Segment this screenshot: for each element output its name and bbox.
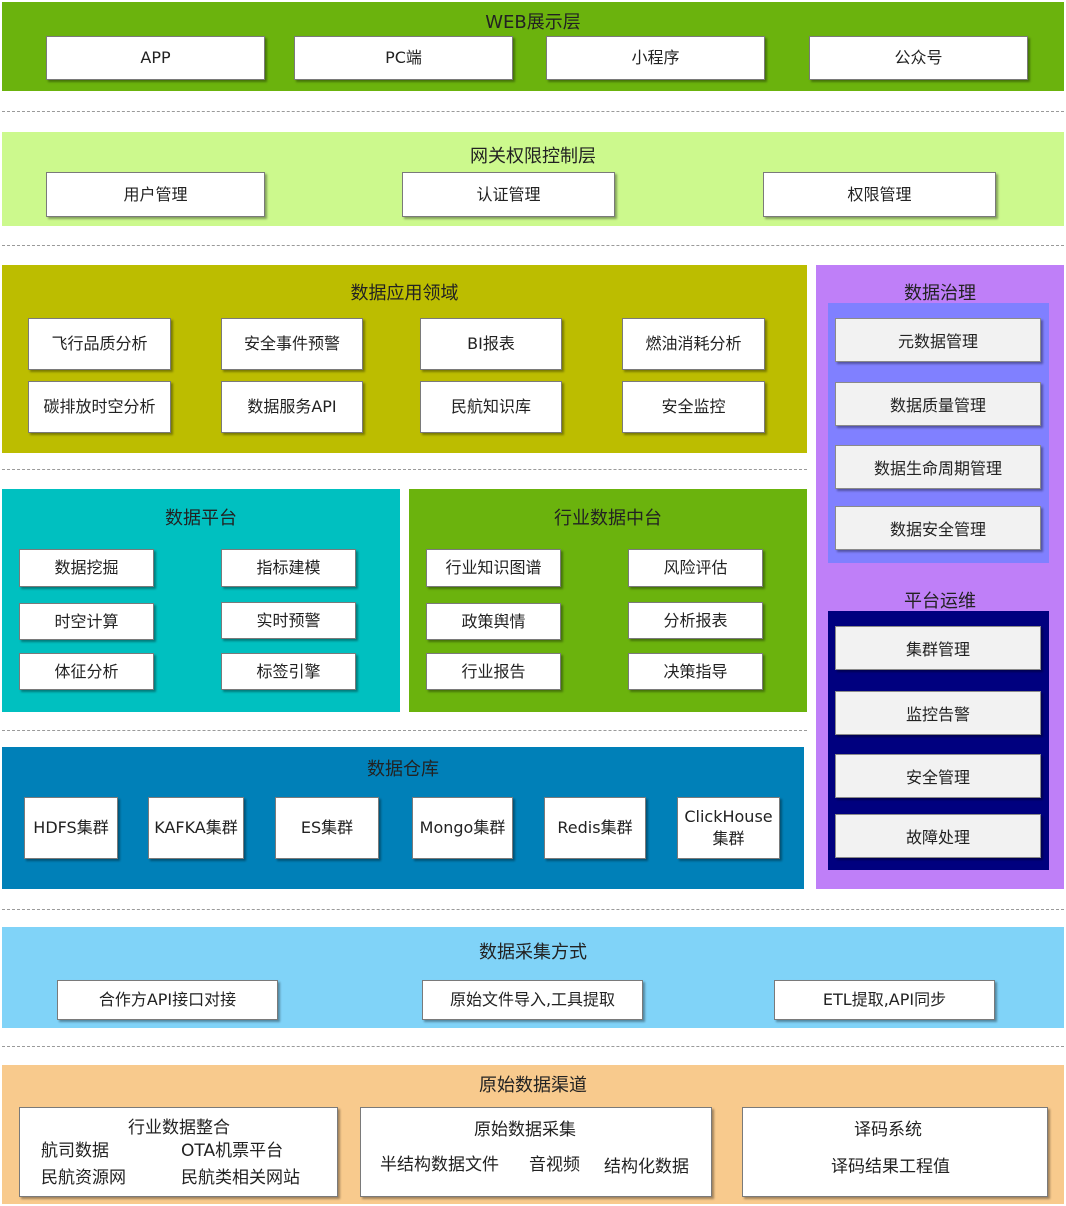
app-item-bi-report: BI报表 [420,318,562,370]
raw-industry-item-airline: 航司数据 [41,1141,109,1161]
platform-item-realtime-warning: 实时预警 [221,602,356,639]
raw-collect-item-semistructured: 半结构数据文件 [380,1155,499,1175]
raw-industry-item-websites: 民航类相关网站 [181,1168,300,1188]
governance-item-security: 数据安全管理 [835,506,1041,550]
raw-collect-item-structured: 结构化数据 [604,1157,689,1177]
raw-decode-box: 译码系统 译码结果工程值 [742,1107,1048,1197]
raw-layer: 原始数据渠道 行业数据整合 航司数据 OTA机票平台 民航资源网 民航类相关网站… [2,1065,1064,1204]
governance-title: 数据治理 [904,283,976,304]
warehouse-item-clickhouse: ClickHouse 集群 [677,797,780,859]
clickhouse-line-2: 集群 [712,829,745,848]
governance-item-metadata: 元数据管理 [835,318,1041,362]
ops-inner: 集群管理 监控告警 安全管理 故障处理 [828,611,1049,870]
collection-title: 数据采集方式 [479,942,587,963]
platform-item-tag-engine: 标签引擎 [221,653,356,690]
raw-collect-item-av: 音视频 [529,1155,580,1175]
web-item-official-account: 公众号 [809,36,1028,80]
platform-item-mining: 数据挖掘 [19,549,154,587]
warehouse-item-kafka: KAFKA集群 [148,797,244,859]
divider [2,1046,1064,1047]
raw-industry-box: 行业数据整合 航司数据 OTA机票平台 民航资源网 民航类相关网站 [19,1107,338,1197]
warehouse-item-es: ES集群 [275,797,379,859]
industry-item-policy-opinion: 政策舆情 [426,603,561,640]
web-item-app: APP [46,36,265,80]
divider [2,909,1064,910]
app-item-fuel-analysis: 燃油消耗分析 [622,318,765,370]
industry-center-layer: 行业数据中台 行业知识图谱 风险评估 政策舆情 分析报表 行业报告 决策指导 [409,489,807,712]
divider [2,245,1064,246]
ops-item-monitor-alert: 监控告警 [835,691,1041,735]
raw-industry-title: 行业数据整合 [128,1118,230,1138]
raw-industry-item-ota: OTA机票平台 [181,1141,284,1161]
ops-title: 平台运维 [904,591,976,612]
divider [2,111,1064,112]
warehouse-layer: 数据仓库 HDFS集群 KAFKA集群 ES集群 Mongo集群 Redis集群… [2,747,804,889]
governance-item-quality: 数据质量管理 [835,382,1041,426]
industry-item-risk-assessment: 风险评估 [628,549,763,587]
governance-inner: 元数据管理 数据质量管理 数据生命周期管理 数据安全管理 [828,303,1049,563]
raw-decode-item-engineering: 译码结果工程值 [831,1157,950,1177]
app-domain-title: 数据应用领域 [350,283,459,304]
web-item-pc: PC端 [294,36,513,80]
raw-title: 原始数据渠道 [479,1075,587,1096]
warehouse-item-redis: Redis集群 [544,797,646,859]
app-item-data-api: 数据服务API [221,381,363,433]
collection-layer: 数据采集方式 合作方API接口对接 原始文件导入,工具提取 ETL提取,API同… [2,927,1064,1028]
collection-item-partner-api: 合作方API接口对接 [57,980,278,1020]
app-item-carbon-analysis: 碳排放时空分析 [28,381,171,433]
collection-item-file-import: 原始文件导入,工具提取 [422,980,643,1020]
industry-center-title: 行业数据中台 [554,508,662,529]
data-platform-title: 数据平台 [165,508,237,529]
industry-item-industry-report: 行业报告 [426,653,561,690]
platform-item-sign-analysis: 体征分析 [19,653,154,690]
industry-item-knowledge-graph: 行业知识图谱 [426,549,561,587]
app-item-knowledge-base: 民航知识库 [420,381,562,433]
app-item-flight-quality: 飞行品质分析 [28,318,171,370]
web-item-miniprogram: 小程序 [546,36,765,80]
raw-decode-title: 译码系统 [854,1120,922,1140]
app-domain-layer: 数据应用领域 飞行品质分析 安全事件预警 BI报表 燃油消耗分析 碳排放时空分析… [2,265,807,453]
industry-item-analysis-report: 分析报表 [628,602,763,639]
divider [2,730,807,731]
app-item-safety-warning: 安全事件预警 [221,318,363,370]
collection-item-etl: ETL提取,API同步 [774,980,995,1020]
platform-item-metric-modeling: 指标建模 [221,549,356,587]
ops-item-fault-handling: 故障处理 [835,814,1041,858]
web-layer-title: WEB展示层 [485,12,581,33]
app-item-safety-monitor: 安全监控 [622,381,765,433]
divider [2,469,807,470]
gateway-layer-title: 网关权限控制层 [470,146,596,167]
warehouse-title: 数据仓库 [367,759,439,780]
governance-item-lifecycle: 数据生命周期管理 [835,445,1041,489]
data-platform-layer: 数据平台 数据挖掘 指标建模 时空计算 实时预警 体征分析 标签引擎 [2,489,400,712]
raw-collect-box: 原始数据采集 半结构数据文件 音视频 结构化数据 [360,1107,712,1197]
gateway-item-permission-mgmt: 权限管理 [763,172,996,217]
ops-item-cluster-mgmt: 集群管理 [835,626,1041,670]
gateway-layer: 网关权限控制层 用户管理 认证管理 权限管理 [2,132,1064,226]
web-layer: WEB展示层 APP PC端 小程序 公众号 [2,2,1064,91]
gateway-item-user-mgmt: 用户管理 [46,172,265,217]
industry-item-decision-guide: 决策指导 [628,653,763,690]
clickhouse-line-1: ClickHouse [684,807,773,827]
governance-ops-column: 数据治理 元数据管理 数据质量管理 数据生命周期管理 数据安全管理 平台运维 集… [816,265,1064,889]
raw-collect-title: 原始数据采集 [474,1120,576,1140]
platform-item-spatiotemporal: 时空计算 [19,603,154,640]
warehouse-item-hdfs: HDFS集群 [24,797,118,859]
raw-industry-item-resource-net: 民航资源网 [41,1168,126,1188]
gateway-item-auth-mgmt: 认证管理 [402,172,615,217]
ops-item-security-mgmt: 安全管理 [835,754,1041,798]
warehouse-item-mongo: Mongo集群 [412,797,513,859]
